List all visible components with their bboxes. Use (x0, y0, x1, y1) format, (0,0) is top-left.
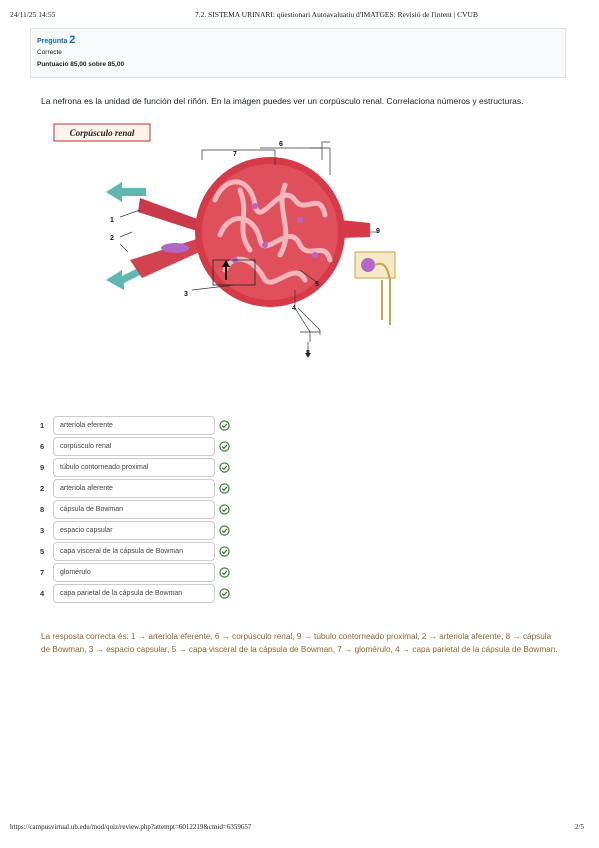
efferent-arteriole (138, 198, 200, 232)
proximal-tubule-outlet (340, 220, 370, 238)
answer-row: 5 capa visceral de la cápsula de Bowman (40, 542, 240, 562)
efferent-flow-arrow (106, 182, 146, 202)
print-page-number: 2/5 (575, 823, 584, 831)
print-header: 24/11/25 14:55 7.2. SISTEMA URINARI: qüe… (0, 10, 599, 24)
answer-select[interactable]: glomérulo (53, 563, 215, 582)
diagram-label-5: 5 (315, 281, 319, 288)
answer-row: 6 corpúsculo renal (40, 437, 240, 457)
label-leaders (119, 141, 378, 355)
diagram-label-1: 1 (110, 217, 114, 224)
question-state: Correcte (37, 49, 62, 56)
renal-corpuscle-diagram: Corpúsculo renal (53, 123, 396, 358)
question-info: Pregunta 2 Correcte Puntuació 85,00 sobr… (30, 28, 566, 78)
glomerulus-loops (212, 179, 333, 285)
diagram-label-4: 4 (292, 305, 296, 312)
answer-number: 6 (40, 442, 45, 451)
answer-select[interactable]: cápsula de Bowman (53, 500, 215, 519)
answer-number: 2 (40, 484, 45, 493)
answer-row: 4 capa parietal de la cápsula de Bowman (40, 584, 240, 604)
answer-number: 3 (40, 526, 45, 535)
answer-row: 1 arteriola eferente (40, 416, 240, 436)
question-label: Pregunta (37, 38, 68, 45)
afferent-flow-arrow (106, 266, 146, 290)
check-circle-icon (219, 420, 230, 431)
answer-select[interactable]: túbulo contorneado proximal (53, 458, 215, 477)
answer-select[interactable]: corpúsculo renal (53, 437, 215, 456)
check-circle-icon (219, 441, 230, 452)
answer-row: 9 túbulo contorneado proximal (40, 458, 240, 478)
diagram-label-7: 7 (233, 151, 237, 158)
diagram-caption: Corpúsculo renal (70, 128, 135, 138)
print-date: 24/11/25 14:55 (10, 10, 56, 19)
diagram-label-3: 3 (184, 291, 188, 298)
answer-number: 1 (40, 421, 45, 430)
answer-row: 7 glomérulo (40, 563, 240, 583)
answer-row: 3 espacio capsular (40, 521, 240, 541)
capsular-space-shade (202, 164, 338, 300)
juxtaglomerular-cells (161, 243, 189, 253)
nephron-inset (354, 251, 396, 325)
answer-select[interactable]: capa parietal de la cápsula de Bowman (53, 584, 215, 603)
answer-select[interactable]: capa visceral de la cápsula de Bowman (53, 542, 215, 561)
diagram-caption-box (53, 123, 151, 142)
diagram-labels: 1 2 3 4 5 6 7 8 9 (110, 141, 380, 357)
diagram-label-6: 6 (279, 141, 283, 148)
check-circle-icon (219, 546, 230, 557)
correct-answer-feedback: La resposta correcta és: 1 → arteriola e… (41, 632, 558, 654)
diagram-label-8: 8 (306, 350, 310, 357)
answer-select[interactable]: espacio capsular (53, 521, 215, 540)
answer-row: 8 cápsula de Bowman (40, 500, 240, 520)
answer-number: 4 (40, 589, 45, 598)
check-circle-icon (219, 483, 230, 494)
answer-number: 5 (40, 547, 45, 556)
question-grade: Puntuació 85,00 sobre 85,00 (37, 61, 125, 68)
check-circle-icon (219, 504, 230, 515)
podocyte-nuclei (232, 203, 318, 263)
print-title: 7.2. SISTEMA URINARI: qüestionari Autoav… (195, 10, 478, 19)
answer-number: 8 (40, 505, 45, 514)
check-circle-icon (219, 588, 230, 599)
answer-select[interactable]: arteriola eferente (53, 416, 215, 435)
answer-select[interactable]: arteriola aferente (53, 479, 215, 498)
print-url: https://campusvirtual.ub.edu/mod/quiz/re… (10, 823, 252, 831)
question-title: Pregunta 2 (37, 34, 559, 46)
check-circle-icon (219, 525, 230, 536)
answer-row: 2 arteriola aferente (40, 479, 240, 499)
answer-number: 7 (40, 568, 45, 577)
question-text: La nefrona es la unidad de función del r… (41, 96, 524, 106)
check-circle-icon (219, 462, 230, 473)
answer-number: 9 (40, 463, 45, 472)
diagram-label-2: 2 (110, 235, 114, 242)
diagram-label-9: 9 (376, 228, 380, 235)
question-number: 2 (69, 34, 76, 46)
check-circle-icon (219, 567, 230, 578)
